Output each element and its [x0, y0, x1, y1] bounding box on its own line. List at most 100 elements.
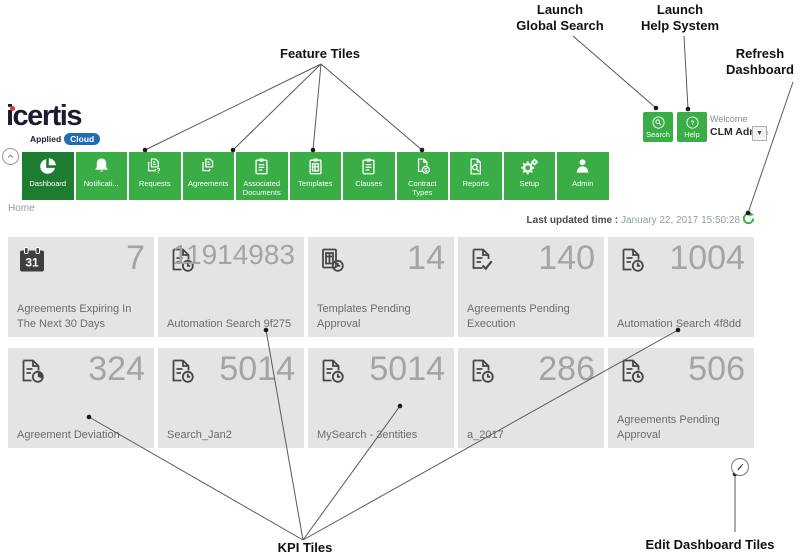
kpi-tile-agreements-pending-execution[interactable]: 140 Agreements Pending Execution	[458, 237, 604, 337]
kpi-tile-search-jan2[interactable]: 5014 Search_Jan2	[158, 348, 304, 448]
kpi-tile-agreements-pending-approval[interactable]: 506 Agreements Pending Approval	[608, 348, 754, 448]
kpi-tile-mysearch-3entities[interactable]: 5014 MySearch - 3entities	[308, 348, 454, 448]
annotation-refresh-dashboard: Refresh Dashboard	[722, 46, 798, 78]
kpi-tile-value: 286	[538, 350, 595, 388]
doc-clock-icon	[167, 245, 197, 275]
feature-tile-label: Contract Types	[408, 179, 437, 197]
logo-tagline-applied: Applied	[30, 134, 62, 144]
user-menu-dropdown[interactable]: ▼	[752, 126, 767, 141]
annotation-launch-global-search: Launch Global Search	[498, 2, 622, 34]
kpi-tile-automation-search-9f275[interactable]: 11914983 Automation Search 9f275	[158, 237, 304, 337]
kpi-tile-value: 506	[688, 350, 745, 388]
doc-clock-icon	[617, 245, 647, 275]
doc-pie-icon	[17, 356, 47, 386]
search-button-label: Search	[646, 130, 670, 140]
logo-wordmark: icertis	[6, 102, 100, 131]
feature-tile-contract-types[interactable]: $ Contract Types	[396, 152, 448, 200]
breadcrumb[interactable]: Home	[8, 203, 35, 214]
feature-tile-label: Reports	[462, 179, 489, 188]
annotation-feature-tiles: Feature Tiles	[280, 46, 360, 61]
global-search-button[interactable]: Search	[643, 112, 673, 142]
feature-tile-notificati[interactable]: Notificati...	[75, 152, 127, 200]
kpi-tile-value: 14	[407, 239, 445, 277]
kpi-tile-label: Search_Jan2	[167, 428, 232, 441]
help-button[interactable]: ? Help	[677, 112, 707, 142]
kpi-tiles-grid: 31 7 Agreements Expiring In The Next 30 …	[8, 237, 754, 448]
kpi-tile-value: 324	[88, 350, 145, 388]
annotation-launch-help-system: Launch Help System	[618, 2, 742, 34]
svg-text:31: 31	[25, 256, 39, 270]
doc-clock-icon	[467, 356, 497, 386]
kpi-tile-label: Agreements Expiring In The Next 30 Days	[17, 303, 132, 330]
kpi-tile-automation-search-4f8dd[interactable]: 1004 Automation Search 4f8dd	[608, 237, 754, 337]
chevron-down-icon: ▼	[756, 130, 763, 137]
kpi-tile-label: Automation Search 9f275	[167, 317, 292, 330]
feature-tile-label: Setup	[519, 179, 540, 188]
pencil-icon	[735, 462, 746, 473]
feature-tile-setup[interactable]: Setup	[503, 152, 555, 200]
annotation-line: Help System	[640, 18, 720, 33]
kpi-tile-a-2017[interactable]: 286 a_2017	[458, 348, 604, 448]
logo-red-dot	[10, 106, 15, 111]
pie-chart-icon	[37, 156, 58, 177]
annotation-line: Launch	[536, 2, 584, 17]
clipboard-icon	[251, 156, 272, 177]
feature-tile-associated-documents[interactable]: Associated Documents	[236, 152, 288, 200]
clipboard-icon	[358, 156, 379, 177]
logo-tagline: Applied Cloud	[30, 133, 101, 145]
doc-clock-icon	[617, 356, 647, 386]
kpi-tile-label: Automation Search 4f8dd	[617, 317, 742, 330]
feature-tile-label: Associated Documents	[242, 179, 281, 197]
kpi-tile-label: Agreement Deviation	[17, 428, 120, 441]
welcome-label: Welcome	[710, 114, 748, 124]
feature-tile-label: Templates	[298, 179, 333, 188]
last-updated-value: January 22, 2017 15:50:28	[621, 215, 740, 226]
docs-icon	[198, 156, 219, 177]
feature-tile-label: Agreements	[188, 179, 229, 188]
refresh-dashboard-button[interactable]	[741, 211, 756, 226]
search-icon	[651, 115, 666, 130]
feature-tile-templates[interactable]: Templates	[289, 152, 341, 200]
feature-tile-label: Notificati...	[83, 179, 119, 188]
kpi-tile-agreement-deviation[interactable]: 324 Agreement Deviation	[8, 348, 154, 448]
kpi-tile-agreements-expiring-in-the-next-30-days[interactable]: 31 7 Agreements Expiring In The Next 30 …	[8, 237, 154, 337]
person-icon	[572, 156, 593, 177]
doc-search-icon	[465, 156, 486, 177]
template-clock-icon	[317, 245, 347, 275]
last-updated-status: Last updated time : January 22, 2017 15:…	[527, 215, 740, 226]
feature-tile-admin[interactable]: Admin	[557, 152, 609, 200]
annotation-kpi-tiles: KPI Tiles	[277, 540, 333, 555]
feature-tile-reports[interactable]: Reports	[450, 152, 502, 200]
feature-tile-requests[interactable]: ? Requests	[129, 152, 181, 200]
kpi-tile-value: 11914983	[172, 239, 296, 270]
gears-icon	[519, 156, 540, 177]
feature-tile-dashboard[interactable]: Dashboard	[22, 152, 74, 200]
feature-tile-label: Requests	[138, 179, 171, 188]
annotation-line: Refresh	[735, 46, 785, 61]
docs-question-icon: ?	[144, 156, 165, 177]
doc-clock-icon	[167, 356, 197, 386]
feature-tile-label: Admin	[572, 179, 594, 188]
edit-dashboard-tiles-button[interactable]	[731, 458, 749, 476]
kpi-tile-label: a_2017	[467, 428, 504, 441]
svg-text:?: ?	[156, 168, 160, 175]
svg-text:?: ?	[690, 120, 694, 127]
annotation-line: Launch	[656, 2, 704, 17]
logo-text: icertis	[6, 100, 82, 132]
doc-check-icon	[467, 245, 497, 275]
feature-tile-agreements[interactable]: Agreements	[182, 152, 234, 200]
feature-tiles-bar: Dashboard Notificati... ? Requests Agree…	[22, 152, 611, 200]
annotation-edit-dashboard-tiles: Edit Dashboard Tiles	[645, 537, 775, 552]
kpi-tile-templates-pending-approval[interactable]: 14 Templates Pending Approval	[308, 237, 454, 337]
icertis-logo: icertis Applied Cloud	[6, 102, 101, 145]
kpi-tile-value: 140	[538, 239, 595, 277]
nav-collapse-button[interactable]	[2, 148, 19, 165]
kpi-tile-label: Agreements Pending Execution	[467, 303, 570, 330]
feature-tile-label: Clauses	[355, 179, 383, 188]
annotation-line: Global Search	[516, 18, 604, 33]
logo-tagline-cloud-badge: Cloud	[64, 133, 101, 145]
feature-tile-clauses[interactable]: Clauses	[343, 152, 395, 200]
refresh-icon	[741, 211, 756, 226]
bell-icon	[91, 156, 112, 177]
